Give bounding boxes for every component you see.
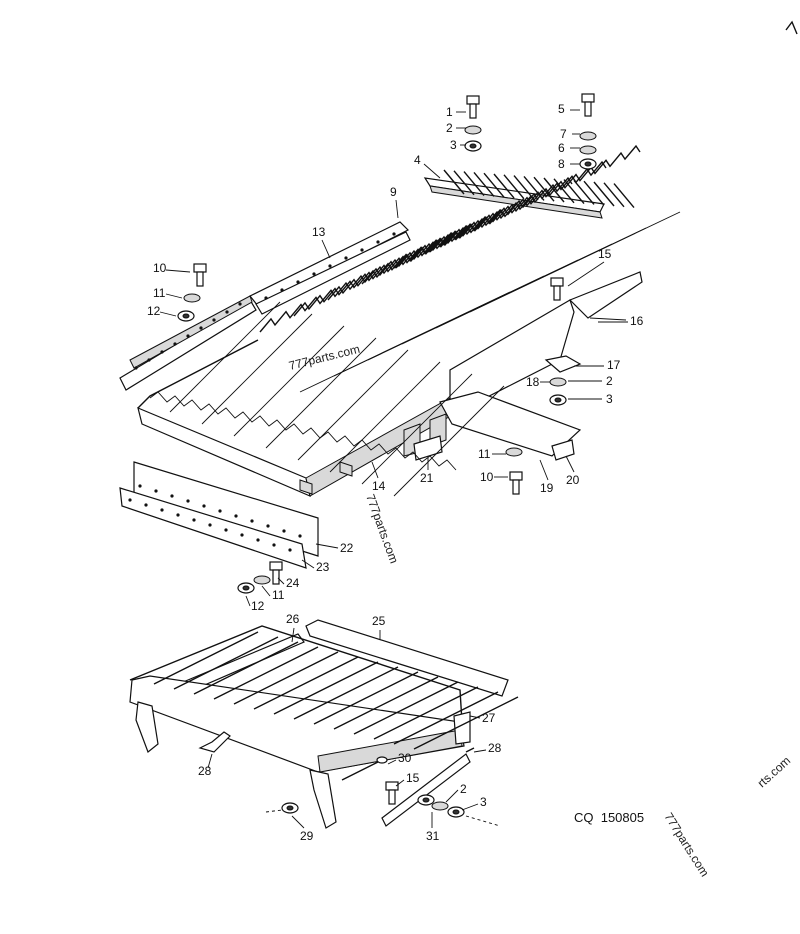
callout-11: 11 bbox=[153, 286, 166, 300]
sieve-ridges bbox=[149, 144, 681, 471]
callout-28b: 28 bbox=[488, 741, 502, 755]
callout-23: 23 bbox=[316, 560, 330, 574]
side-rail-parts-9-13 bbox=[119, 221, 411, 391]
callout-11c: 11 bbox=[272, 588, 285, 602]
callout-22: 22 bbox=[340, 541, 354, 555]
watermark-3: 777parts.com bbox=[661, 810, 711, 879]
callout-9: 9 bbox=[390, 185, 397, 199]
callout-labels: 1 2 3 4 5 7 6 8 9 13 10 11 12 15 16 17 1… bbox=[147, 102, 644, 843]
watermark-4: rts.com bbox=[755, 753, 794, 790]
callout-30: 30 bbox=[398, 751, 412, 765]
watermark-2: 777parts.com bbox=[363, 492, 401, 565]
callout-12: 12 bbox=[147, 304, 161, 318]
callout-17: 17 bbox=[607, 358, 621, 372]
callout-21: 21 bbox=[420, 471, 434, 485]
finger-comb-part-4 bbox=[423, 169, 635, 219]
callout-29: 29 bbox=[300, 829, 314, 843]
callout-2b: 2 bbox=[606, 374, 613, 388]
fasteners bbox=[177, 93, 597, 818]
callout-3: 3 bbox=[450, 138, 457, 152]
callout-5: 5 bbox=[558, 102, 565, 116]
upper-sieve-assembly bbox=[137, 271, 643, 498]
callout-3c: 3 bbox=[480, 795, 487, 809]
callout-20: 20 bbox=[566, 473, 580, 487]
lower-sieve-assembly bbox=[129, 619, 509, 829]
callout-27: 27 bbox=[482, 711, 496, 725]
callout-16: 16 bbox=[630, 314, 644, 328]
callout-2: 2 bbox=[446, 121, 453, 135]
callout-15b: 15 bbox=[406, 771, 420, 785]
callout-14: 14 bbox=[372, 479, 386, 493]
callout-10b: 10 bbox=[480, 470, 494, 484]
callout-11b: 11 bbox=[478, 447, 491, 461]
catalog-code: CQ 150805 bbox=[574, 810, 644, 825]
callout-15: 15 bbox=[598, 247, 612, 261]
callout-18: 18 bbox=[526, 375, 540, 389]
sieve-crossbars bbox=[169, 301, 505, 497]
callout-8: 8 bbox=[558, 157, 565, 171]
callout-19: 19 bbox=[540, 481, 554, 495]
lower-sieve-slats bbox=[153, 631, 519, 750]
front-panel-parts-22-23 bbox=[119, 461, 319, 569]
callout-28: 28 bbox=[198, 764, 212, 778]
callout-24: 24 bbox=[286, 576, 300, 590]
leader-lines bbox=[159, 109, 628, 829]
callout-3b: 3 bbox=[606, 392, 613, 406]
callout-7: 7 bbox=[560, 127, 567, 141]
callout-2c: 2 bbox=[460, 782, 467, 796]
callout-6: 6 bbox=[558, 141, 565, 155]
callout-13: 13 bbox=[312, 225, 326, 239]
callout-12b: 12 bbox=[251, 599, 265, 613]
callout-1: 1 bbox=[446, 105, 453, 119]
callout-31: 31 bbox=[426, 829, 440, 843]
callout-26: 26 bbox=[286, 612, 300, 626]
callout-10: 10 bbox=[153, 261, 167, 275]
callout-25: 25 bbox=[372, 614, 386, 628]
corner-mark bbox=[785, 20, 798, 35]
clamp-bar-part-28 bbox=[381, 747, 475, 827]
callout-4: 4 bbox=[414, 153, 421, 167]
